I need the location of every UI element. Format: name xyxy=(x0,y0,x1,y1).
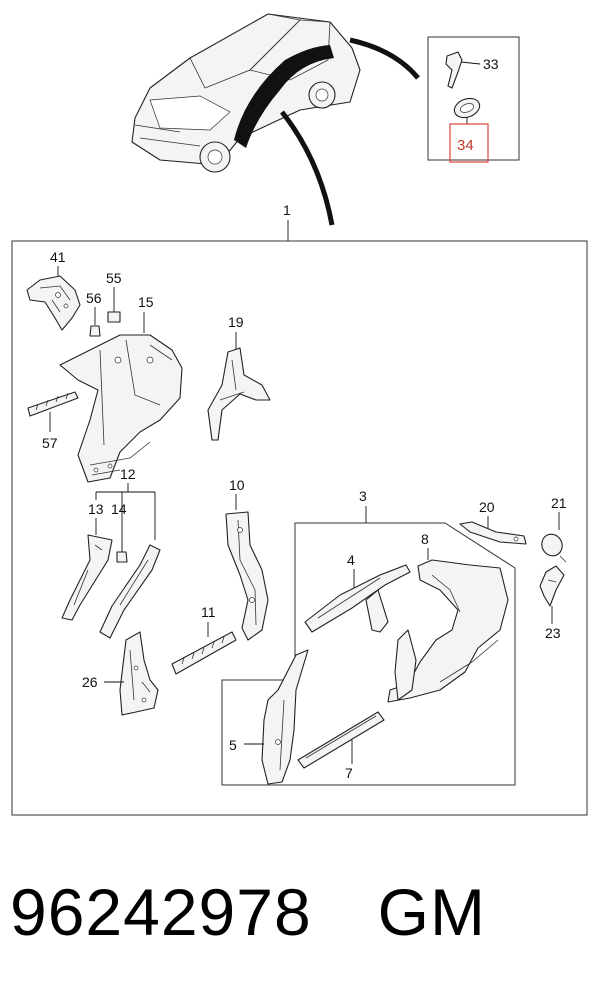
label-12: 12 xyxy=(120,466,136,482)
label-4: 4 xyxy=(347,552,355,568)
label-5: 5 xyxy=(229,737,237,753)
part-19: 19 xyxy=(207,314,271,441)
brand-name: GM xyxy=(377,875,486,949)
label-41: 41 xyxy=(50,249,66,265)
label-3: 3 xyxy=(359,488,367,504)
label-56: 56 xyxy=(86,290,102,306)
label-11: 11 xyxy=(201,604,216,620)
label-15: 15 xyxy=(138,294,154,310)
label-19: 19 xyxy=(228,314,244,330)
label-8: 8 xyxy=(421,531,429,547)
part-10: 10 xyxy=(225,477,269,641)
part-20: 20 xyxy=(459,499,527,545)
label-1: 1 xyxy=(283,202,291,218)
part-12-13-14: 12 13 14 xyxy=(61,466,161,639)
part-57: 57 xyxy=(27,391,79,451)
highlight-box-34[interactable] xyxy=(449,123,489,163)
label-34[interactable]: 34 xyxy=(457,137,474,154)
subassembly-3: 3 4 8 5 7 xyxy=(221,488,516,786)
part-21-23: 21 23 xyxy=(539,495,567,641)
label-33: 33 xyxy=(483,56,499,72)
label-23: 23 xyxy=(545,625,561,641)
label-10: 10 xyxy=(229,477,245,493)
label-13: 13 xyxy=(88,501,104,517)
car-illustration xyxy=(131,13,420,226)
main-assembly-frame: 1 xyxy=(11,202,588,816)
label-20: 20 xyxy=(479,499,495,515)
part-55-56: 55 56 xyxy=(86,270,122,337)
part-26: 26 xyxy=(82,631,159,716)
label-26: 26 xyxy=(82,674,98,690)
label-57: 57 xyxy=(42,435,58,451)
label-14: 14 xyxy=(111,501,127,517)
part-15: 15 xyxy=(59,294,183,483)
label-7: 7 xyxy=(345,765,353,781)
label-55: 55 xyxy=(106,270,122,286)
footer-part-info: 96242978 GM xyxy=(10,872,590,952)
part-11: 11 xyxy=(171,604,237,675)
label-21: 21 xyxy=(551,495,567,511)
inset-fuel-door: 33 34 xyxy=(427,36,520,163)
part-number: 96242978 xyxy=(10,875,312,949)
part-41: 41 xyxy=(26,249,81,331)
